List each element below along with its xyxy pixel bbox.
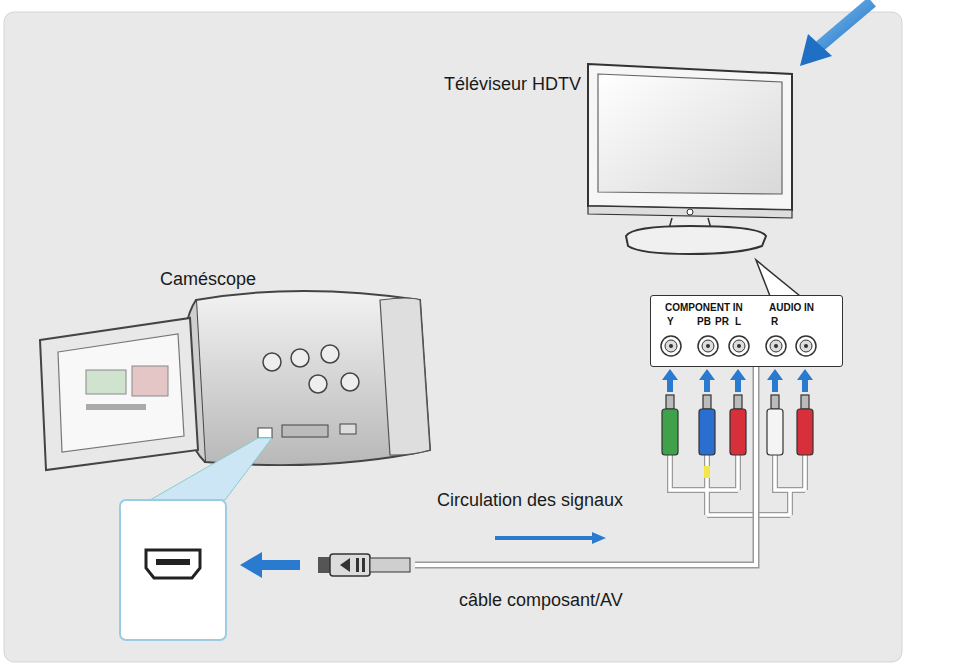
background-panel — [4, 12, 902, 662]
plug-heads — [662, 369, 813, 455]
node-text: PB — [697, 316, 711, 327]
camcorder-illustration — [40, 291, 430, 640]
node-text: R — [771, 316, 778, 327]
cable-label: câble composant/AV — [456, 590, 626, 611]
av-plugs — [670, 455, 805, 515]
connector-panel: COMPONENT IN AUDIO IN Y PB PR L R — [650, 295, 843, 367]
node-text: Téléviseur HDTV — [444, 74, 581, 95]
signal-arrow — [495, 532, 606, 544]
av-cable — [415, 367, 756, 565]
pointer-arrow — [800, 2, 872, 66]
node-text: Y — [667, 316, 674, 327]
node-text: AUDIO IN — [769, 302, 814, 313]
node-text: COMPONENT IN — [665, 302, 743, 313]
cable-outline — [415, 367, 756, 565]
node-text: L — [735, 316, 741, 327]
camcorder-node: Caméscope — [30, 265, 415, 645]
tv-node: Téléviseur HDTV — [444, 62, 594, 102]
flow-label: Circulation des signaux — [434, 490, 626, 511]
node-text: Caméscope — [160, 269, 256, 290]
node-text: PR — [715, 316, 729, 327]
tv-illustration — [588, 64, 800, 296]
